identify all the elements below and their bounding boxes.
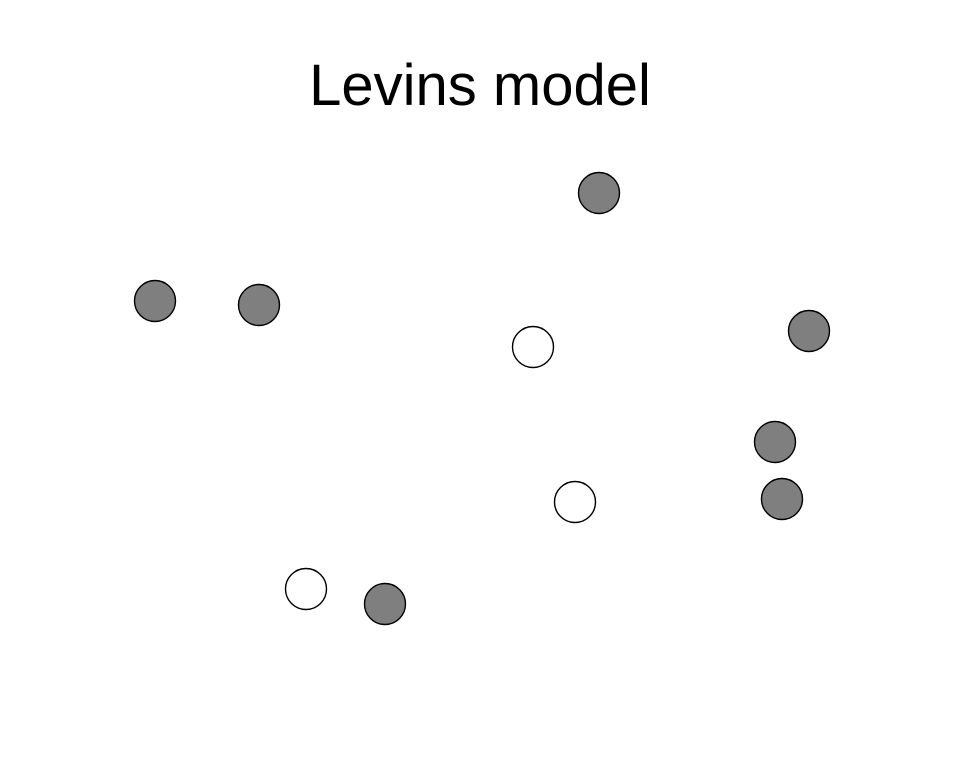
occupied-patch xyxy=(787,309,831,353)
empty-patch xyxy=(284,567,328,611)
occupied-patch xyxy=(577,171,621,215)
occupied-patch xyxy=(237,283,281,327)
empty-patch xyxy=(511,325,555,369)
occupied-patch xyxy=(753,420,797,464)
occupied-patch xyxy=(363,582,407,626)
diagram-title: Levins model xyxy=(309,53,651,118)
empty-patch xyxy=(553,480,597,524)
occupied-patch xyxy=(760,477,804,521)
occupied-patch xyxy=(133,279,177,323)
